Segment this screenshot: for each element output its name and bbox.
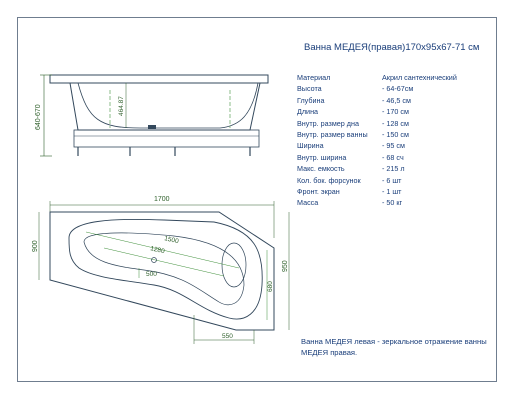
inner-length-dim-line <box>85 231 240 269</box>
spec-value: - 170 см <box>382 107 409 117</box>
right-width-dim-label: 950 <box>282 260 289 272</box>
spec-label: Фронт. экран <box>297 187 340 196</box>
drain-marker <box>151 257 157 263</box>
bottom-length-dim-label: 1280 <box>150 245 166 255</box>
depth-dim-label: 464.87 <box>118 96 125 116</box>
bottom-edge-dim-label: 550 <box>222 333 233 340</box>
left-width-dim-label: 900 <box>32 240 39 252</box>
rim <box>49 74 269 84</box>
spec-label: Масса <box>297 198 319 208</box>
bottom-length-dim-line <box>103 247 225 277</box>
spec-label: Ширина <box>297 141 324 151</box>
spec-value: - 68 cч <box>382 152 404 162</box>
spec-value: - 128 см <box>382 118 409 128</box>
height-dim-label: 640-670 <box>35 104 42 130</box>
inner-bottom <box>83 232 245 306</box>
top-view-drawing: 1700 900 950 1500 1280 500 680 550 <box>32 196 290 344</box>
spec-label: Внутр. размер дна <box>297 118 359 128</box>
drawing-sheet <box>17 17 497 382</box>
inner-bowl <box>68 218 263 320</box>
spec-label: Глубина <box>297 95 325 105</box>
spec-label: Внутр. размер ванны <box>297 130 368 139</box>
spec-value: - 64-67см <box>382 84 414 94</box>
headrest <box>221 242 247 288</box>
spec-label: Длина <box>297 107 319 117</box>
right-inner-dim-label: 680 <box>267 281 274 292</box>
inner-length-dim-label: 1500 <box>164 235 180 245</box>
spec-value: - 150 см <box>382 130 409 139</box>
spec-value: - 6 шт <box>382 175 402 185</box>
spec-value: - 1 шт <box>382 187 402 196</box>
drain <box>148 125 156 129</box>
bottom-width-dim-label: 500 <box>146 271 157 278</box>
spec-label: Высота <box>297 84 322 94</box>
drawing-title: Ванна МЕДЕЯ(правая)170x95x67-71 см <box>304 42 480 53</box>
frame <box>73 129 260 148</box>
spec-label: Кол. бок. форсунок <box>297 175 361 185</box>
tub-body-outer <box>69 82 261 131</box>
spec-label: Внутр. ширина <box>297 152 347 162</box>
side-view-drawing: 640-670 464.87 <box>35 74 269 157</box>
mirror-note: Ванна МЕДЕЯ левая - зеркальное отражение… <box>301 337 487 357</box>
spec-label: Макс. емкость <box>297 164 345 174</box>
spec-label: Материал <box>297 73 331 82</box>
spec-value: - 95 см <box>382 141 405 151</box>
spec-value: - 46,5 см <box>382 95 411 105</box>
tub-body-inner <box>77 82 259 129</box>
spec-value: - 50 кг <box>382 198 403 208</box>
length-dim-label: 1700 <box>154 196 170 203</box>
spec-value: Акрил сантехнический <box>382 73 457 82</box>
outer-contour <box>49 211 275 331</box>
spec-value: - 215 л <box>382 164 405 174</box>
